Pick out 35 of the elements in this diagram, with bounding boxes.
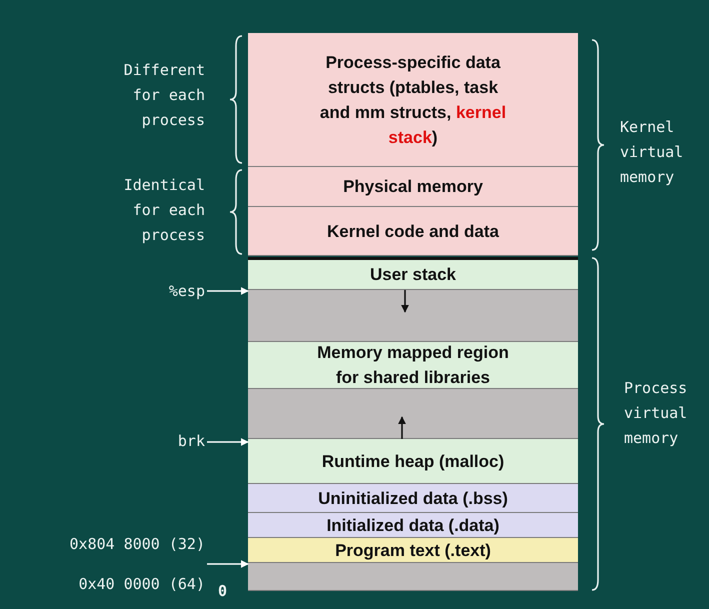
empty-memory-segment: [248, 563, 578, 591]
region-label: Process virtual memory: [624, 378, 688, 449]
memory-segment: [248, 257, 578, 290]
address-label: 0: [218, 581, 228, 602]
segment-label: Program text (.text): [335, 540, 491, 562]
empty-memory-segment: [248, 290, 578, 342]
segment-label: Process-specific data structs (ptables, task and mm structs, kernel stack): [318, 52, 508, 148]
pointer-label: %esp: [168, 281, 205, 302]
segment-label: Initialized data (.data): [326, 514, 500, 536]
memory-segment: [248, 342, 578, 389]
segment-label: Uninitialized data (.bss): [318, 488, 508, 510]
pointer-arrow: [207, 560, 249, 568]
segment-label: Runtime heap (malloc): [322, 450, 504, 472]
region-label: Identical for each process: [122, 175, 205, 246]
region-label: Kernel virtual memory: [620, 117, 684, 188]
growth-arrow: [398, 416, 406, 439]
memory-segment: [248, 439, 578, 484]
segment-label: Physical memory: [343, 176, 483, 198]
pointer-label: 0x804 8000 (32): [70, 534, 205, 555]
segment-label: Kernel code and data: [327, 220, 499, 242]
empty-memory-segment: [248, 389, 578, 439]
pointer-arrow: [207, 438, 249, 446]
segment-label: Memory mapped region for shared libraries: [316, 342, 510, 389]
memory-segment: [248, 167, 578, 207]
memory-segment: [248, 33, 578, 167]
region-label: Different for each process: [122, 60, 205, 131]
memory-segment: [248, 538, 578, 563]
memory-segment: [248, 513, 578, 538]
growth-arrow: [401, 290, 409, 313]
memory-segment: [248, 484, 578, 513]
segment-label: User stack: [370, 264, 456, 286]
pointer-label: brk: [178, 431, 205, 452]
memory-segment: [248, 207, 578, 256]
pointer-arrow: [207, 287, 249, 295]
pointer-label: 0x40 0000 (64): [78, 574, 205, 595]
